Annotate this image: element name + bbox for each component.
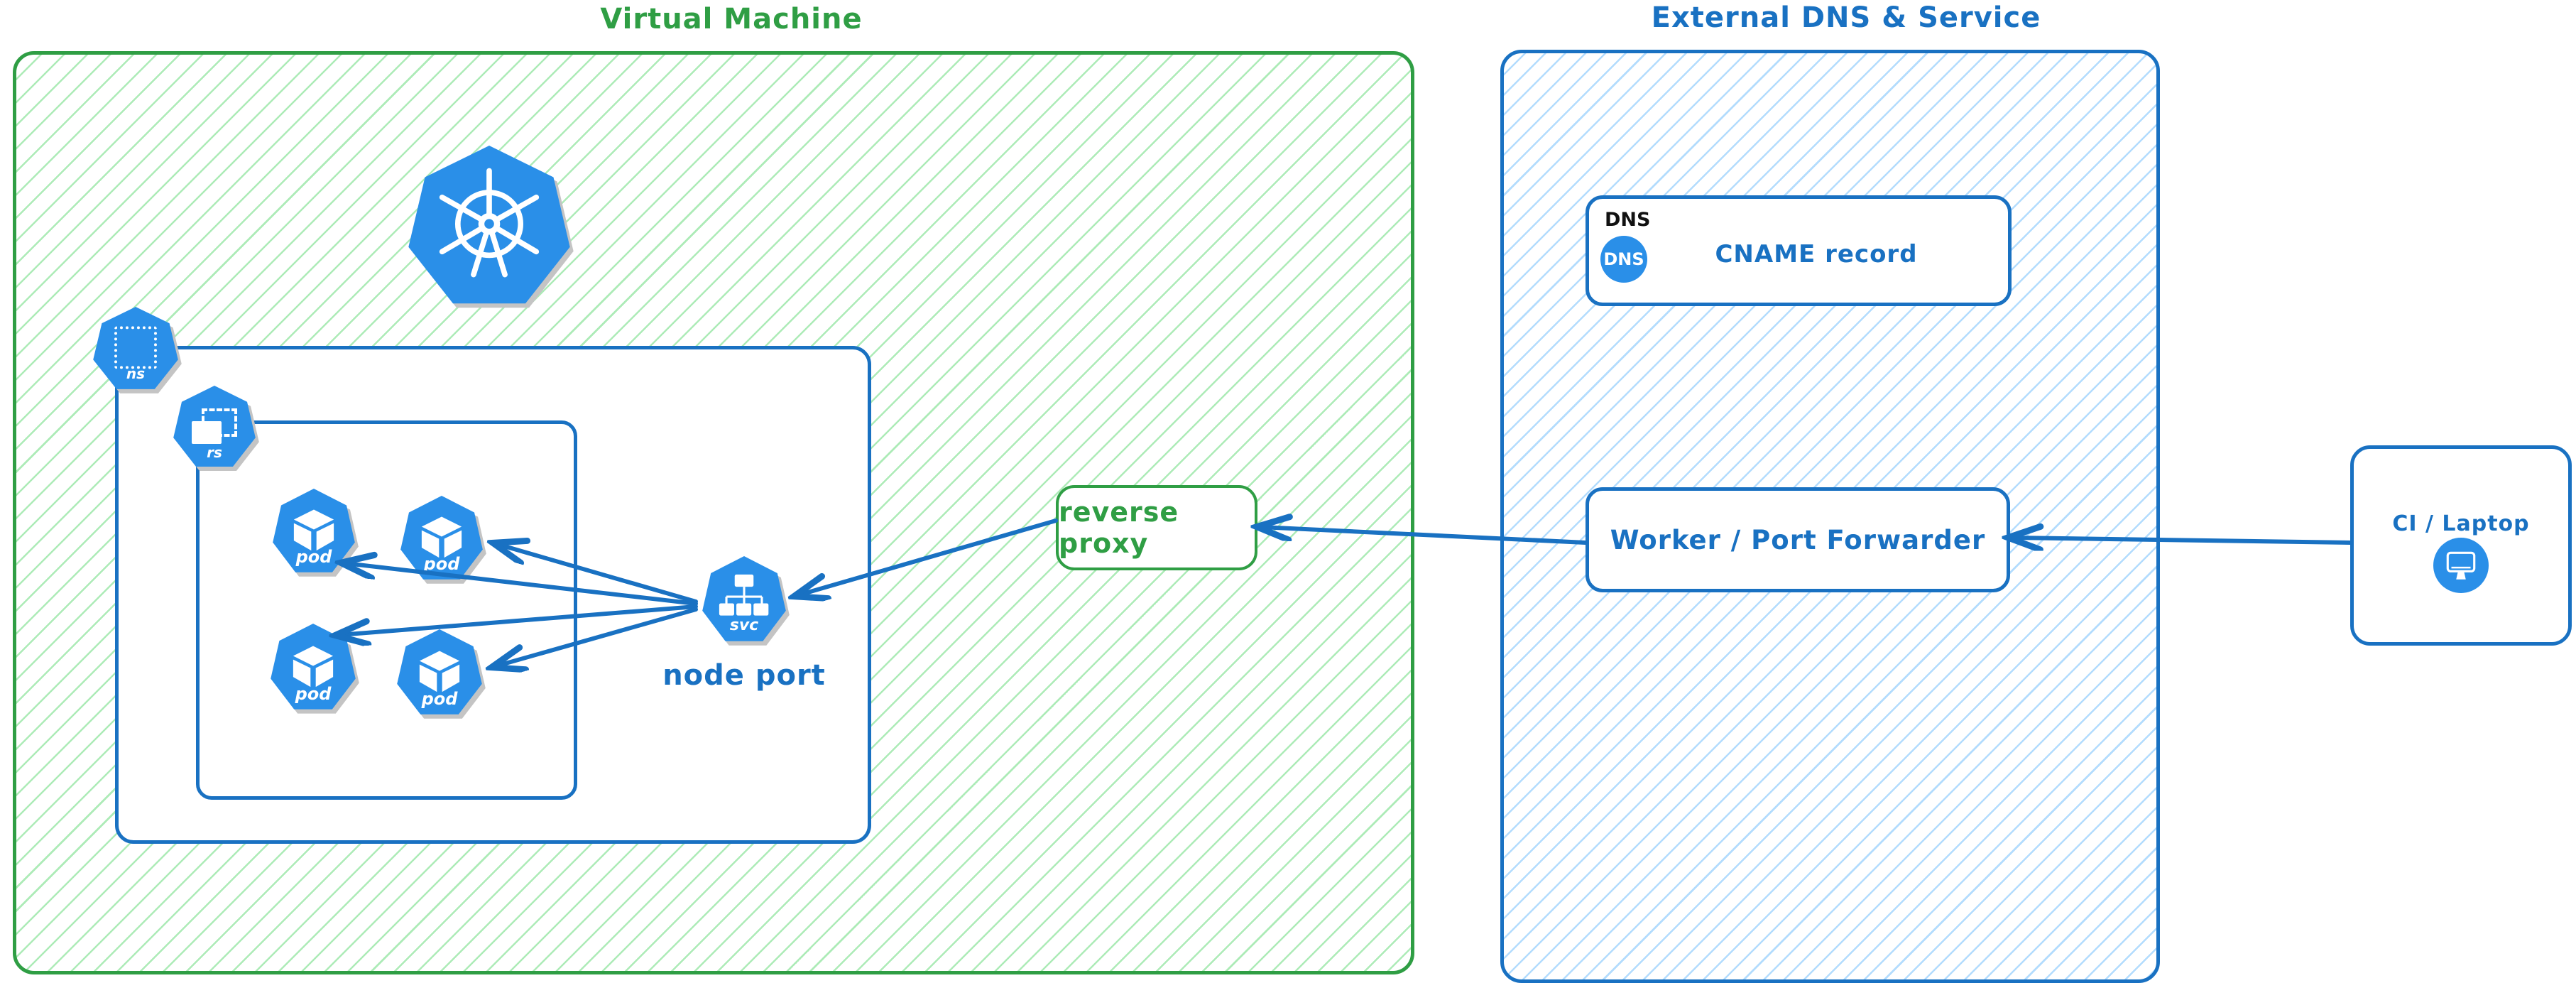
- pod-badge: pod: [423, 554, 460, 574]
- arrow-reverse-proxy-to-svc: [798, 518, 1058, 595]
- service-badge: svc: [729, 617, 759, 634]
- pod-badge: pod: [295, 547, 332, 567]
- arrow-ci-to-worker: [2012, 538, 2352, 543]
- ci-laptop-label: CI / Laptop: [2392, 511, 2530, 536]
- node-port-service-icon: svc: [702, 556, 787, 646]
- laptop-icon: [2433, 538, 2489, 593]
- replicaset-badge: rs: [207, 444, 222, 461]
- namespace-glyph: [114, 326, 157, 369]
- vm-group-title: Virtual Machine: [600, 3, 863, 36]
- dns-icon: DNS: [1600, 236, 1647, 283]
- reverse-proxy-label: reverse proxy: [1059, 496, 1179, 559]
- arrow-worker-to-reverse-proxy: [1261, 527, 1588, 545]
- cube-icon: [293, 509, 334, 551]
- replicaset-glyph: [192, 408, 237, 444]
- reverse-proxy-box: reverse proxy: [1056, 485, 1257, 570]
- kubernetes-wheel-glyph: [439, 168, 540, 278]
- worker-port-forwarder-box: Worker / Port Forwarder: [1586, 487, 2010, 592]
- cube-icon: [421, 516, 462, 558]
- monitor-glyph: [2446, 551, 2476, 580]
- replicaset-box: [196, 420, 577, 800]
- pod-badge: pod: [421, 689, 458, 709]
- dns-icon-text: DNS: [1603, 249, 1644, 269]
- dns-card: DNS DNS CNAME record: [1586, 195, 2012, 306]
- service-tree-glyph: [719, 574, 769, 616]
- arrow-svc-to-pod-2: [497, 544, 698, 604]
- pod-badge: pod: [295, 684, 332, 704]
- cube-icon: [293, 645, 334, 687]
- replicaset-icon: rs: [173, 386, 256, 471]
- pod-2: pod: [400, 496, 484, 584]
- node-port-caption: node port: [662, 659, 826, 692]
- external-group-title: External DNS & Service: [1651, 1, 2041, 34]
- arrow-svc-to-pod-4: [496, 607, 698, 666]
- cname-record-label: CNAME record: [1715, 240, 1918, 268]
- namespace-icon: ns: [92, 307, 179, 393]
- cube-icon: [419, 651, 460, 693]
- namespace-badge: ns: [126, 365, 146, 382]
- worker-port-forwarder-label: Worker / Port Forwarder: [1610, 524, 1986, 555]
- arrow-svc-to-pod-1: [345, 563, 698, 606]
- dns-card-header: DNS: [1605, 209, 1651, 231]
- ci-laptop-box: CI / Laptop: [2350, 445, 2572, 646]
- arrow-svc-to-pod-3: [339, 604, 698, 635]
- pod-1: pod: [272, 489, 356, 577]
- pod-4: pod: [396, 629, 483, 719]
- kubernetes-logo-icon: [407, 146, 572, 312]
